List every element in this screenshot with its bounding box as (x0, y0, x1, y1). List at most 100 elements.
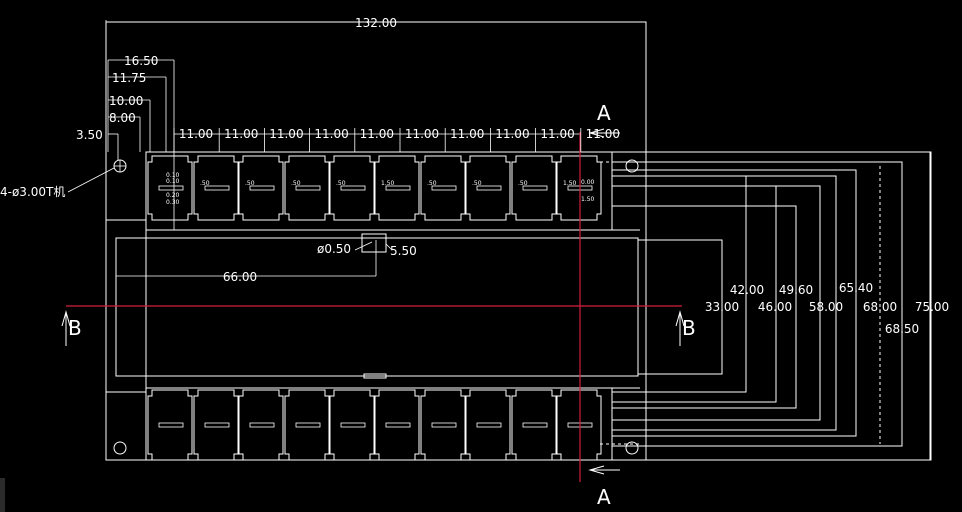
center-slot (361, 233, 387, 253)
dim-3-50: 3.50 (76, 128, 103, 142)
dim-bracket (612, 185, 821, 421)
first-cell-label: 0.10 (166, 178, 180, 185)
dim-16-50: 16.50 (124, 54, 158, 68)
hole-note: 4-ø3.00T机 (0, 185, 65, 199)
hole-bottom-right (625, 441, 639, 455)
pitch-label: 11.00 (179, 127, 213, 141)
terminal-slot (204, 185, 230, 191)
terminal-slot (522, 185, 548, 191)
terminal-cell (147, 155, 193, 221)
terminal-cell (193, 155, 239, 221)
terminal-cell (511, 155, 557, 221)
terminal-cells (147, 155, 602, 461)
cell-label: .50 (291, 180, 301, 187)
arrow-a-bottom (588, 465, 620, 475)
right-dim-label: 65.40 (839, 281, 873, 295)
terminal-cell (465, 155, 511, 221)
terminal-slot (385, 422, 411, 428)
terminal-cell (511, 389, 557, 461)
hole-bottom-left (113, 441, 127, 455)
dim-10-00: 10.00 (109, 94, 143, 108)
terminal-slot (158, 185, 184, 191)
right-dim-label: 58.00 (809, 300, 843, 314)
right-dim-label: 49.60 (779, 283, 813, 297)
terminal-cell (556, 389, 602, 461)
section-label-a-top: A (597, 101, 611, 125)
housing-right-block (637, 239, 723, 375)
right-dim-label: 46.00 (758, 300, 792, 314)
last-cell-label: 1.50 (581, 196, 595, 203)
terminal-cell (329, 155, 375, 221)
pitch-label: 11.00 (586, 127, 620, 141)
section-label-b-right: B (682, 316, 696, 340)
right-dim-label: 33.00 (705, 300, 739, 314)
dim-bracket (612, 161, 903, 447)
slot-dim: 5.50 (390, 244, 417, 258)
terminal-slot (249, 422, 275, 428)
terminal-slot (340, 185, 366, 191)
right-dim-label: 68.00 (863, 300, 897, 314)
dim-11-75: 11.75 (112, 71, 146, 85)
terminal-cell (238, 389, 284, 461)
terminal-slot (340, 422, 366, 428)
right-dim-label: 68.50 (885, 322, 919, 336)
pitch-label: 11.00 (450, 127, 484, 141)
terminal-cell (420, 155, 466, 221)
terminal-cell (147, 389, 193, 461)
terminal-slot (249, 185, 275, 191)
dim-bracket (612, 169, 857, 437)
terminal-slot (158, 422, 184, 428)
scroll-corner (0, 478, 5, 512)
terminal-cell (556, 155, 602, 221)
cell-label: .50 (200, 180, 210, 187)
terminal-slot (295, 422, 321, 428)
last-cell-label: 0.00 (581, 179, 595, 186)
cell-label: .50 (336, 180, 346, 187)
dim-bracket (612, 175, 747, 393)
cell-label: .50 (427, 180, 437, 187)
terminal-cell (193, 389, 239, 461)
pitch-label: 11.00 (405, 127, 439, 141)
terminal-slot (295, 185, 321, 191)
cell-label: .50 (518, 180, 528, 187)
hole-small-dim: ø0.50 (317, 242, 351, 256)
pitch-label: 11.00 (540, 127, 574, 141)
terminal-slot (431, 185, 457, 191)
first-cell-label: 0.10 (166, 172, 180, 179)
dim-bracket (612, 205, 797, 409)
terminal-cell (284, 389, 330, 461)
terminal-slot (522, 422, 548, 428)
hole-top-right (625, 159, 639, 173)
bottom-notch (363, 373, 387, 379)
right-dim-label: 42.00 (730, 283, 764, 297)
right-dim-labels: 33.00 42.00 46.00 49.60 58.00 65.40 68.00 68.50… (705, 281, 949, 336)
section-label-a-bottom: A (597, 485, 611, 509)
half-width-dim: 66.00 (223, 270, 257, 284)
pitch-label: 11.00 (224, 127, 258, 141)
cell-label: .50 (472, 180, 482, 187)
arrow-b-left (61, 310, 71, 346)
dim-bracket (612, 151, 931, 461)
arrow-a-top (588, 128, 620, 138)
pitch-label: 11.00 (314, 127, 348, 141)
cell-label: .50 (245, 180, 255, 187)
pitch-label: 11.00 (360, 127, 394, 141)
terminal-cell (465, 389, 511, 461)
terminal-cell (238, 155, 284, 221)
terminal-cell (374, 389, 420, 461)
right-dim-label: 75.00 (915, 300, 949, 314)
dim-bracket (612, 175, 837, 431)
cell-label: 1.50 (563, 180, 577, 187)
terminal-cell (420, 389, 466, 461)
pitch-label: 11.00 (269, 127, 303, 141)
first-cell-label: 0.30 (166, 199, 180, 206)
right-dimension-brackets (612, 151, 931, 461)
terminal-slot (385, 185, 411, 191)
dim-8-00: 8.00 (109, 111, 136, 125)
terminal-slot (431, 422, 457, 428)
dim-overall: 132.00 (355, 16, 397, 30)
section-label-b-left: B (68, 316, 82, 340)
